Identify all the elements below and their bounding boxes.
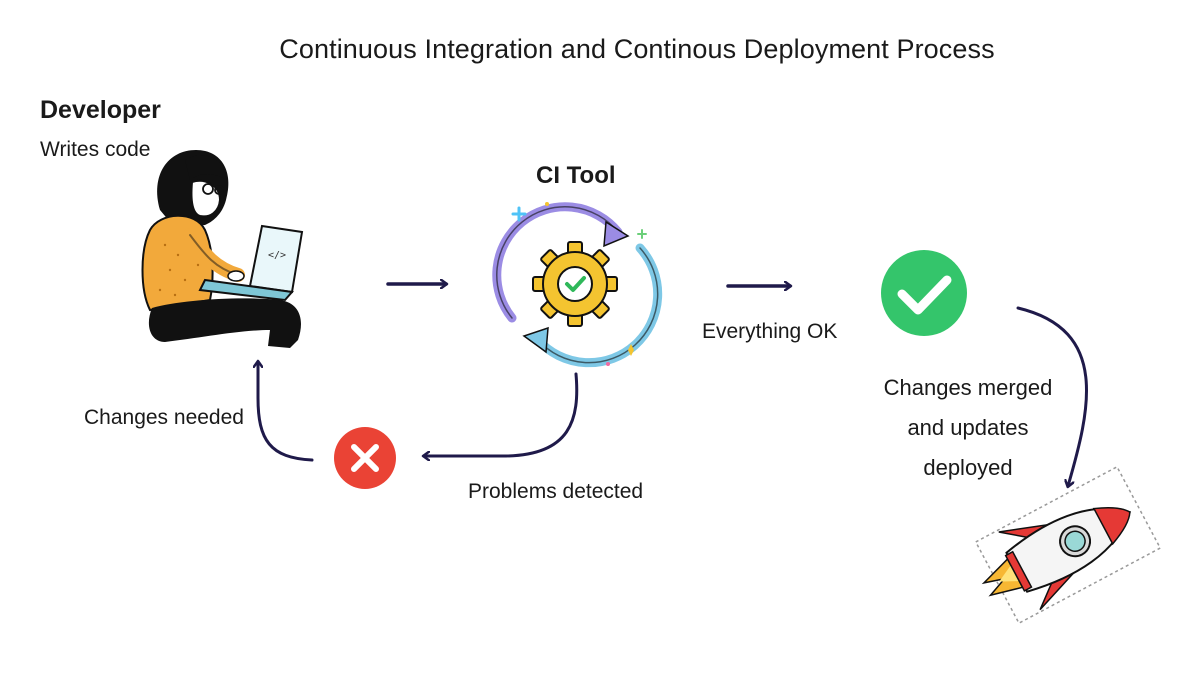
everything-ok-label: Everything OK xyxy=(702,320,838,343)
diagram-title: Continuous Integration and Continous Dep… xyxy=(279,34,995,64)
laptop-code-text: </> xyxy=(268,250,286,261)
gear-with-cycle-arrows-icon xyxy=(492,202,663,368)
ci-tool-title: CI Tool xyxy=(536,162,616,189)
rocket-icon xyxy=(974,465,1162,625)
developer-subtitle: Writes code xyxy=(40,138,151,161)
x-circle-icon xyxy=(334,427,396,489)
developer-with-laptop-icon: </> xyxy=(141,150,304,348)
arrow-to-developer xyxy=(258,362,314,462)
problems-detected-label: Problems detected xyxy=(468,480,644,503)
developer-title: Developer xyxy=(40,96,161,124)
changes-merged-label: Changes merged and updates deployed xyxy=(883,375,1053,480)
changes-needed-label: Changes needed xyxy=(84,406,244,429)
check-circle-icon xyxy=(881,250,967,336)
arrow-to-failure xyxy=(424,372,579,456)
arrow-to-rocket xyxy=(1016,306,1088,486)
